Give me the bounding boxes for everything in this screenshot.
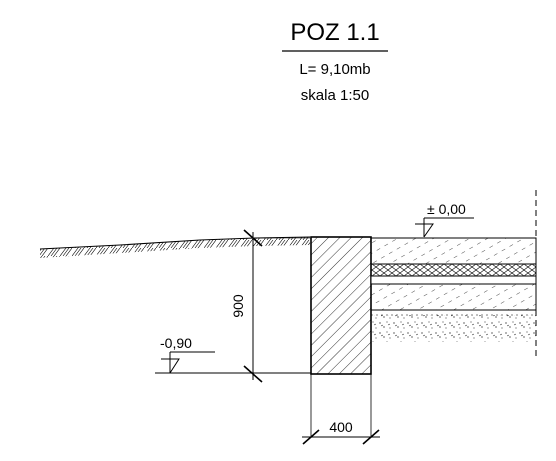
- level-bottom-marker: [161, 352, 180, 374]
- length-text: L= 9,10mb: [299, 61, 370, 78]
- membrane-layer: [370, 275, 537, 285]
- floor-slab-layer: [370, 237, 537, 265]
- subfloor-layer: [370, 283, 537, 311]
- height-dimension-text: 900: [230, 294, 246, 318]
- foundation-wall: [310, 236, 372, 375]
- width-dim-tick-left: [302, 429, 320, 445]
- level-top-marker: [415, 218, 434, 238]
- width-dimension-text: 400: [329, 419, 353, 435]
- title-text: POZ 1.1: [290, 19, 379, 46]
- width-dim-tick-right: [362, 429, 380, 445]
- insulation-layer: [370, 263, 537, 277]
- soil-hatch: [40, 237, 310, 258]
- sand-bed-layer: [371, 315, 536, 342]
- scale-text: skala 1:50: [301, 87, 369, 104]
- level-bottom-text: -0,90: [160, 335, 192, 351]
- height-dim-tick-bottom: [243, 365, 263, 383]
- level-top-text: ± 0,00: [427, 201, 466, 217]
